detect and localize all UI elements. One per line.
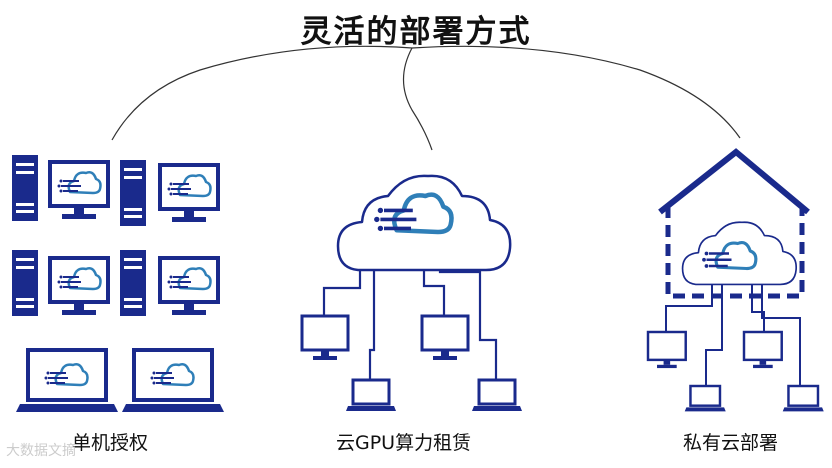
method-label-private-cloud: 私有云部署: [683, 432, 779, 454]
laptop-icon: [344, 378, 398, 413]
cloud-gpu-network: [300, 174, 524, 413]
standalone-devices: [12, 155, 224, 412]
monitor-icon: [160, 165, 218, 222]
monitor-icon: [420, 314, 470, 362]
laptop-icon: [470, 378, 524, 413]
monitor-icon: [742, 330, 783, 370]
desktop-tower-icon: [120, 160, 146, 226]
cloud-icon: [336, 174, 512, 272]
watermark-text: 大数据文摘: [6, 443, 76, 459]
method-label-standalone: 单机授权: [72, 432, 149, 454]
house-icon: [658, 148, 810, 215]
method-label-cloud-gpu: 云GPU算力租赁: [336, 432, 472, 454]
desktop-tower-icon: [120, 250, 146, 316]
monitor-icon: [646, 330, 687, 370]
laptop-icon: [781, 384, 825, 413]
monitor-icon: [160, 258, 218, 315]
laptop-icon: [16, 350, 118, 412]
monitor-icon: [50, 258, 108, 315]
diagram-title: 灵活的部署方式: [300, 14, 532, 50]
private-cloud-house: [646, 148, 825, 413]
desktop-tower-icon: [12, 155, 38, 221]
laptop-icon: [122, 350, 224, 412]
monitor-icon: [300, 314, 350, 362]
laptop-icon: [683, 384, 727, 413]
monitor-icon: [50, 162, 108, 219]
connector-curves: [111, 45, 741, 151]
desktop-tower-icon: [12, 250, 38, 316]
cloud-icon: [681, 221, 798, 286]
